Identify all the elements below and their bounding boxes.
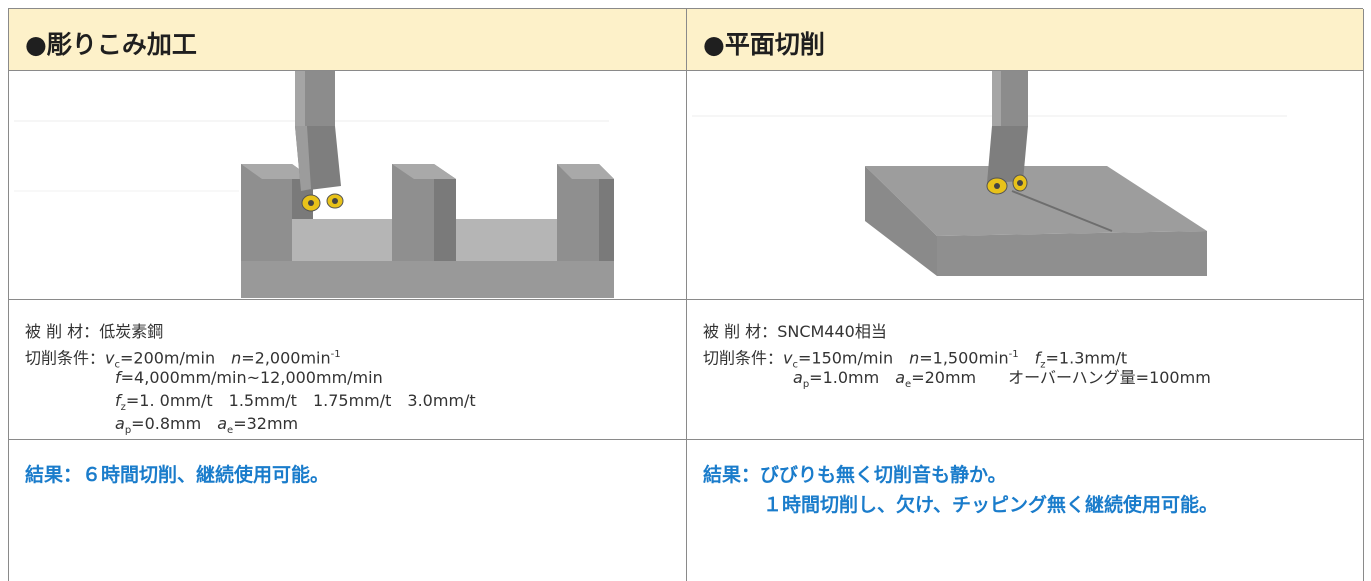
face-milling-drawing: [692, 71, 1287, 276]
material-value: 低炭素鋼: [99, 322, 164, 341]
column-face-milling: ●平面切削: [687, 9, 1364, 581]
result-face: 結果：びびりも無く切削音も静か。 １時間切削し、欠け、チッピング無く継続使用可能…: [687, 440, 1363, 581]
result-text-line-1: 結果：びびりも無く切削音も静か。: [703, 464, 1007, 486]
cutting-conditions-pocket: 被 削 材：低炭素鋼 切削条件：vc=200m/min n=2,000min-1…: [9, 300, 686, 440]
column-pocket-milling: ●彫りこみ加工: [9, 9, 687, 581]
overhang-value: オーバーハング量=100mm: [1008, 368, 1211, 387]
material-line: 被 削 材：SNCM440相当: [703, 322, 887, 341]
pocket-milling-illustration: [9, 71, 686, 300]
header-pocket-milling: ●彫りこみ加工: [9, 9, 686, 71]
conditions-line-2: ap=1.0mm ae=20mm オーバーハング量=100mm: [793, 368, 1211, 391]
conditions-line-1: 切削条件：vc=150m/min n=1,500min-1 fz=1.3mm/t: [703, 348, 1128, 371]
result-text-line-2: １時間切削し、欠け、チッピング無く継続使用可能。: [763, 494, 1219, 516]
material-line: 被 削 材：低炭素鋼: [25, 322, 164, 341]
result-pocket: 結果：６時間切削、継続使用可能。: [9, 440, 686, 581]
section-title: ●平面切削: [703, 30, 825, 59]
pocket-milling-drawing: [14, 71, 614, 298]
comparison-table: ●彫りこみ加工: [8, 8, 1364, 581]
conditions-line-4: ap=0.8mm ae=32mm: [115, 414, 299, 437]
conditions-line-1: 切削条件：vc=200m/min n=2,000min-1: [25, 348, 341, 371]
conditions-line-3: fz=1. 0mm/t 1.5mm/t 1.75mm/t 3.0mm/t: [115, 391, 476, 414]
material-value: SNCM440相当: [777, 322, 887, 341]
section-title: ●彫りこみ加工: [25, 30, 197, 59]
result-text: 結果：６時間切削、継続使用可能。: [25, 464, 330, 486]
conditions-line-2: f=4,000mm/min~12,000mm/min: [115, 368, 383, 387]
header-face-milling: ●平面切削: [687, 9, 1363, 71]
face-milling-illustration: [687, 71, 1363, 300]
cutting-conditions-face: 被 削 材：SNCM440相当 切削条件：vc=150m/min n=1,500…: [687, 300, 1363, 440]
